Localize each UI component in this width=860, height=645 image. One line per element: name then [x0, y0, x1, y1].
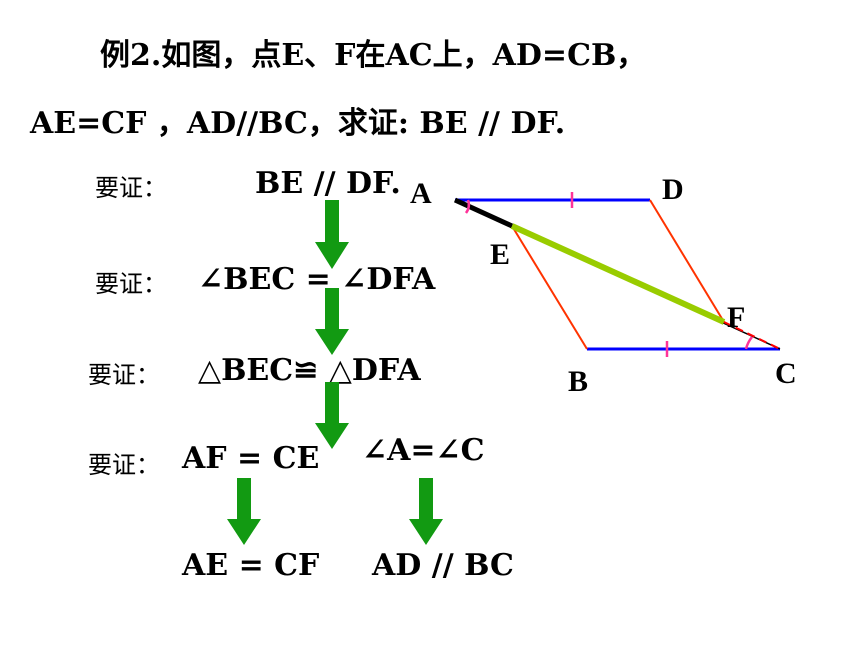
down-arrow-icon [315, 382, 349, 449]
segment-BE [511, 225, 588, 350]
segment-AE [453, 197, 514, 229]
problem-line-2: AE=CF ，AD//BC，求证: BE // DF. [30, 106, 566, 141]
down-arrow-icon [227, 478, 261, 545]
down-arrow-icon [315, 200, 349, 269]
step2-text: ∠BEC = ∠DFA [198, 262, 436, 297]
label-E: E [490, 238, 510, 271]
problem-line-1: 例2.如图，点E、F在AC上，AD=CB， [100, 38, 647, 73]
angle-mark-C [744, 336, 753, 350]
step1-text: BE // DF. [255, 166, 401, 201]
step4-label: 要证： [88, 451, 160, 479]
step4-text: AF = CE [182, 441, 320, 476]
step4-right-text: ∠A=∠C [362, 433, 485, 468]
label-B: B [568, 365, 588, 398]
segment-DF [649, 199, 725, 323]
step3-label: 要证： [88, 361, 160, 389]
label-A: A [410, 177, 432, 210]
step5-right-text: AD // BC [372, 548, 514, 583]
label-C: C [775, 357, 797, 390]
angle-mark-A [464, 199, 471, 214]
step1-label: 要证： [95, 174, 167, 202]
segment-EF [510, 223, 726, 325]
step2-label: 要证： [95, 270, 167, 298]
step5-left-text: AE = CF [182, 548, 320, 583]
label-F: F [727, 301, 745, 334]
down-arrow-icon [409, 478, 443, 545]
label-D: D [662, 173, 684, 206]
step3-text: △BEC≌ △DFA [198, 353, 421, 388]
segment-FC [723, 321, 781, 350]
down-arrow-icon [315, 288, 349, 355]
